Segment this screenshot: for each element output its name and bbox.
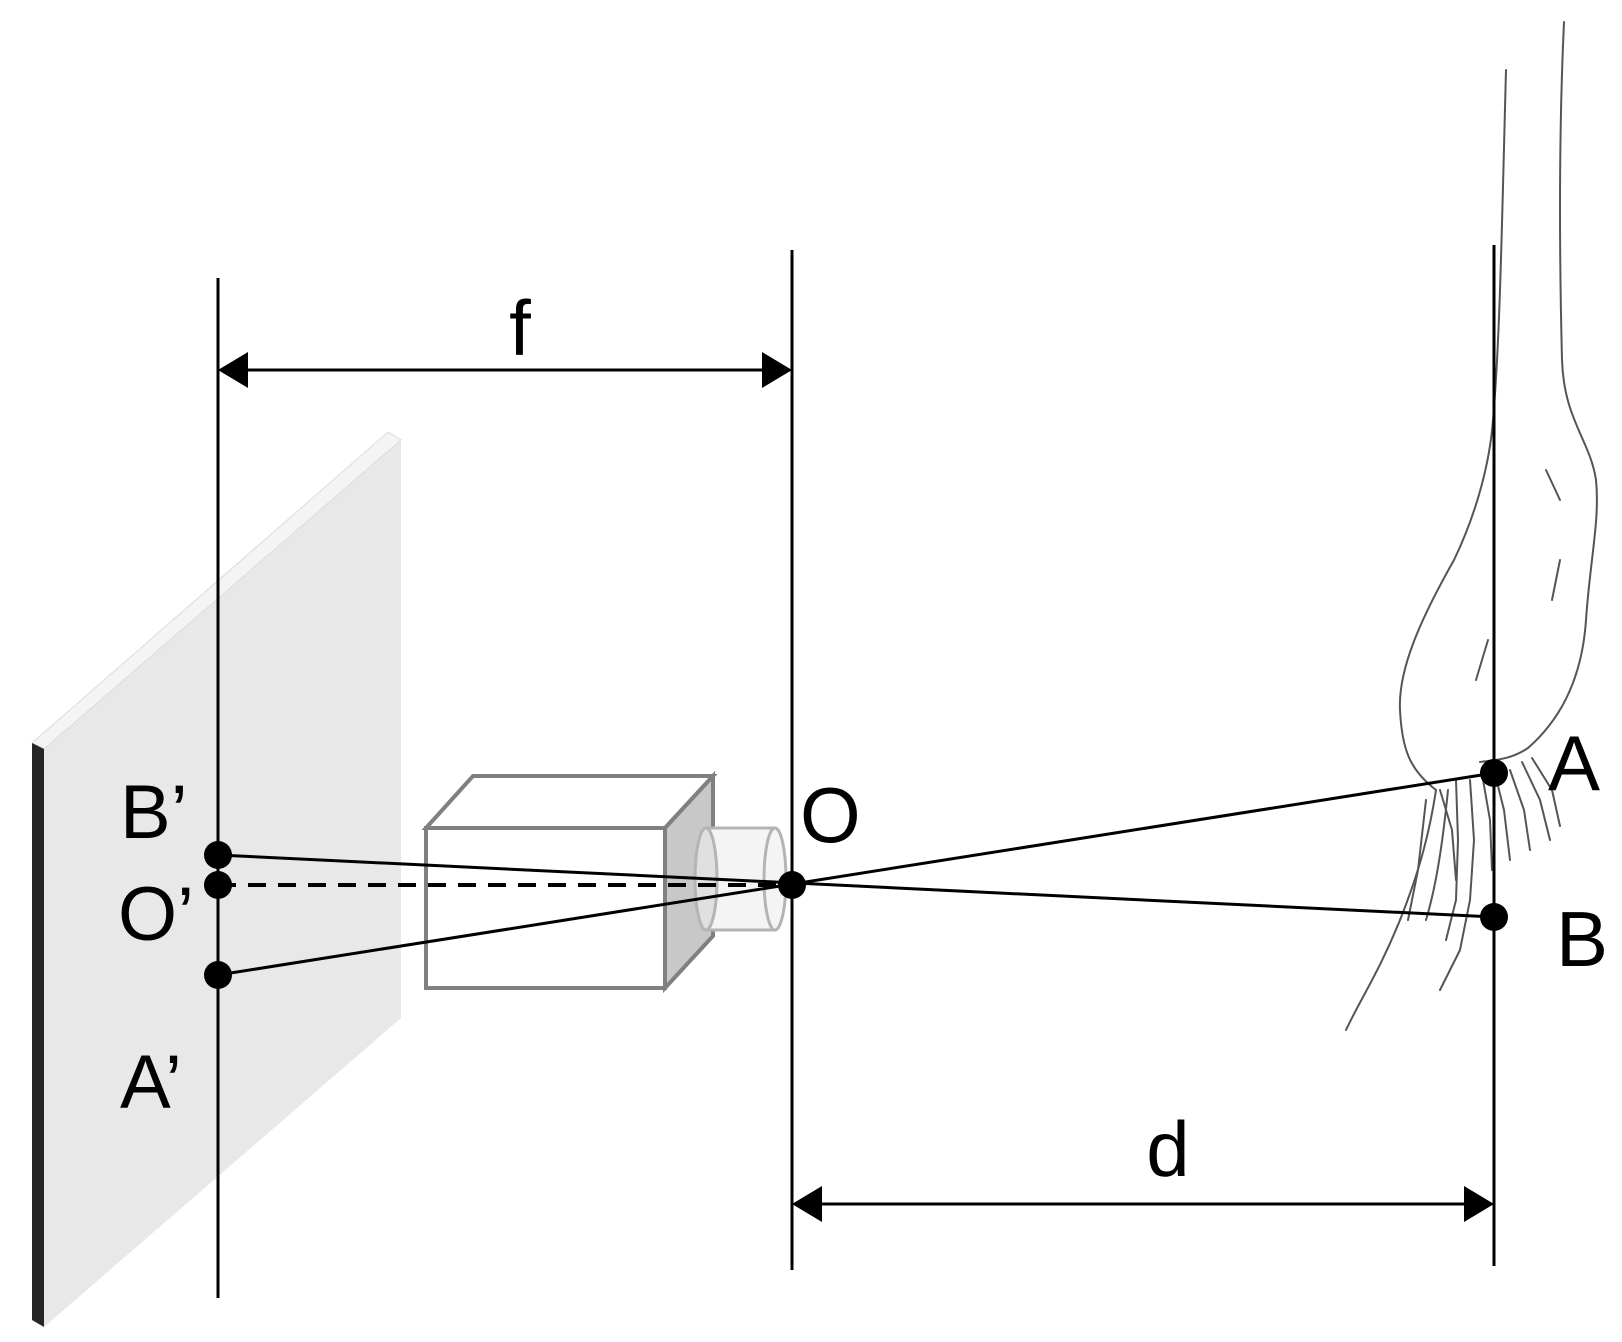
label-a: A: [1548, 719, 1600, 807]
point-o: [778, 871, 806, 899]
label-o: O: [800, 771, 861, 859]
distance-dimension: [792, 1186, 1494, 1222]
camera-front-face: [424, 826, 667, 990]
label-b-prime: B’: [120, 770, 188, 855]
label-a-prime: A’: [120, 1040, 182, 1125]
label-b: B: [1556, 895, 1608, 983]
point-o-prime: [204, 871, 232, 899]
point-b: [1480, 903, 1508, 931]
label-d: d: [1146, 1105, 1189, 1193]
ray-b-prime-to-b: [217, 853, 1495, 919]
point-a-prime: [204, 961, 232, 989]
camera-icon: [421, 770, 788, 994]
focal-length-dimension: [218, 352, 792, 388]
hand-sketch: [1345, 21, 1598, 1031]
ray-a-prime-to-a: [217, 771, 1495, 977]
point-b-prime: [204, 841, 232, 869]
screen-front-edge: [32, 743, 44, 1327]
label-o-prime: O’: [118, 872, 194, 957]
point-a: [1480, 759, 1508, 787]
label-f: f: [509, 284, 531, 372]
